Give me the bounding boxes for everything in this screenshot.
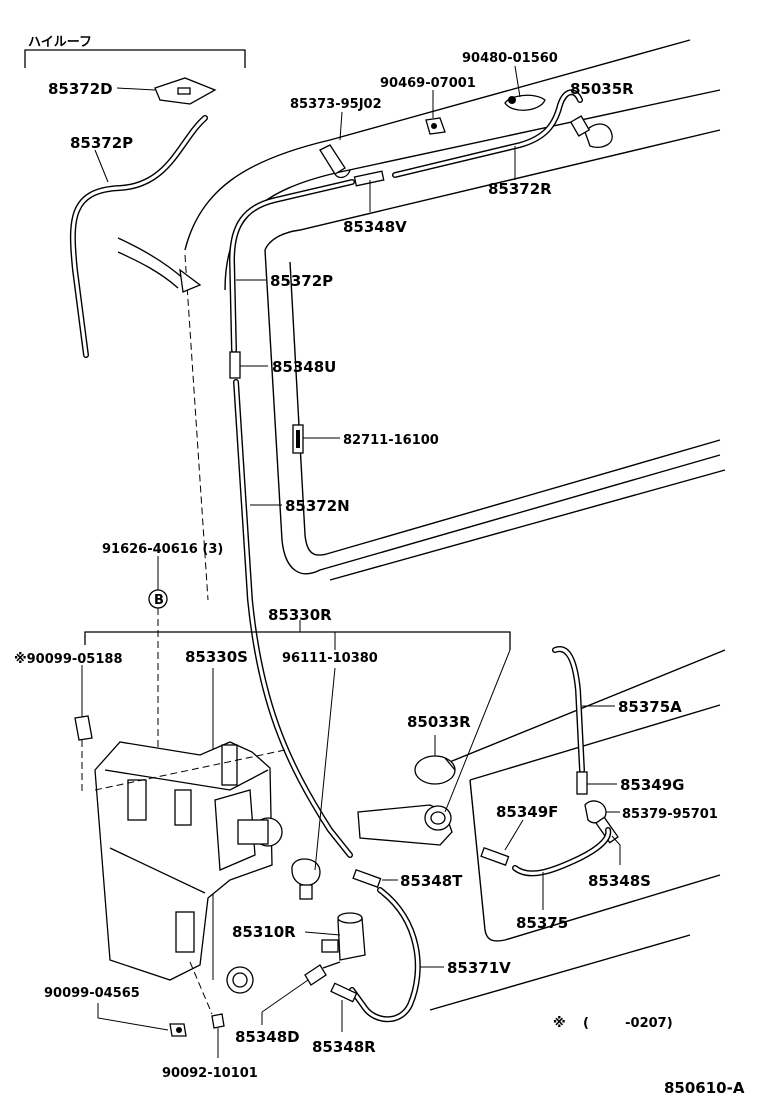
grommet-90480: 90480-01560	[462, 51, 558, 111]
clip-82711: 82711-16100	[292, 424, 439, 454]
grommet-bottom	[226, 966, 254, 994]
bolt-90099-04565: 90099-04565	[44, 986, 187, 1037]
label-85035R: 85035R	[570, 80, 634, 98]
label-85033R: 85033R	[407, 713, 471, 731]
callout-B: B	[154, 593, 164, 608]
label-85372N: 85372N	[285, 497, 350, 515]
footnote-range: ( -0207)	[583, 1016, 673, 1031]
label-85348S: 85348S	[588, 872, 651, 890]
washer-tank	[94, 741, 286, 981]
label-85375: 85375	[516, 914, 568, 932]
grommet-85372D: 85372D	[48, 77, 217, 105]
label-85348R: 85348R	[312, 1038, 376, 1056]
high-roof-bracket: ハイルーフ	[24, 35, 246, 68]
high-roof-label: ハイルーフ	[28, 35, 92, 50]
hose-85372R: 85372R	[392, 89, 583, 198]
hose-85371V: 85371V	[349, 887, 511, 1023]
label-85375A: 85375A	[618, 698, 682, 716]
pump-85310R: 85310R	[232, 817, 366, 961]
joint-85349G: 85349G	[576, 771, 685, 795]
label-85348D: 85348D	[235, 1028, 300, 1046]
hose-85375A: 85375A	[552, 646, 682, 773]
label-85349G: 85349G	[620, 776, 685, 794]
valve-85379: 85379-95701	[584, 800, 718, 824]
nozzle-85035R: 85035R	[569, 80, 634, 149]
bracket-85330R: 85330R	[84, 606, 511, 650]
label-85373-95J02: 85373-95J02	[290, 97, 382, 112]
joint-85348U: 85348U	[229, 351, 336, 379]
footnote-marker: ※	[553, 1016, 566, 1031]
joint-85349F: 85349F	[480, 803, 558, 866]
label-85348U: 85348U	[272, 358, 336, 376]
label-96111-10380: 96111-10380	[282, 651, 378, 666]
label-85379-95701: 85379-95701	[622, 807, 718, 822]
joint-85348V: 85348V	[343, 170, 407, 236]
label-85330R: 85330R	[268, 606, 332, 624]
joint-85348T: 85348T	[352, 868, 463, 890]
hose-85372P: 85372P	[228, 179, 355, 353]
direction-arrow	[117, 237, 202, 293]
label-85372P: 85372P	[270, 272, 333, 290]
label-96111-group: 96111-10380	[282, 651, 378, 871]
joint-85348D: 85348D	[235, 961, 341, 1046]
label-85372R: 85372R	[488, 180, 552, 198]
joint-85348R: 85348R	[312, 982, 376, 1056]
clip-90099-05188: ※90099-05188	[14, 652, 123, 792]
door-panel-outline	[184, 39, 726, 1011]
clamp-ring	[291, 858, 321, 900]
hose-85375: 85375	[512, 827, 612, 932]
label-85348T: 85348T	[400, 872, 463, 890]
hose-85372P-highroof: 85372P	[69, 115, 208, 358]
label-85348V: 85348V	[343, 218, 407, 236]
footnote: ※ ( -0207)	[553, 1016, 673, 1031]
figure-id: 850610-A	[664, 1079, 745, 1097]
label-85371V: 85371V	[447, 959, 511, 977]
label-85330S: 85330S	[185, 648, 248, 666]
label-91626-40616: 91626-40616 (3)	[102, 542, 223, 557]
label-85372D: 85372D	[48, 80, 113, 98]
clip-90469: 90469-07001	[380, 76, 476, 135]
clamp-85373: 85373-95J02	[290, 97, 382, 179]
joint-85348S: 85348S	[588, 816, 651, 890]
nut-90092: 90092-10101	[162, 961, 258, 1081]
hose-85372N: 85372N	[233, 379, 353, 858]
label-85349F: 85349F	[496, 803, 558, 821]
label-90099-04565: 90099-04565	[44, 986, 140, 1001]
label-90480-01560: 90480-01560	[462, 51, 558, 66]
label-90092-10101: 90092-10101	[162, 1066, 258, 1081]
label-90469-07001: 90469-07001	[380, 76, 476, 91]
filler-85033R: 85033R	[357, 649, 511, 846]
label-85372P-top: 85372P	[70, 134, 133, 152]
label-90099-05188: ※90099-05188	[14, 652, 123, 667]
label-85310R: 85310R	[232, 923, 296, 941]
label-82711-16100: 82711-16100	[343, 433, 439, 448]
